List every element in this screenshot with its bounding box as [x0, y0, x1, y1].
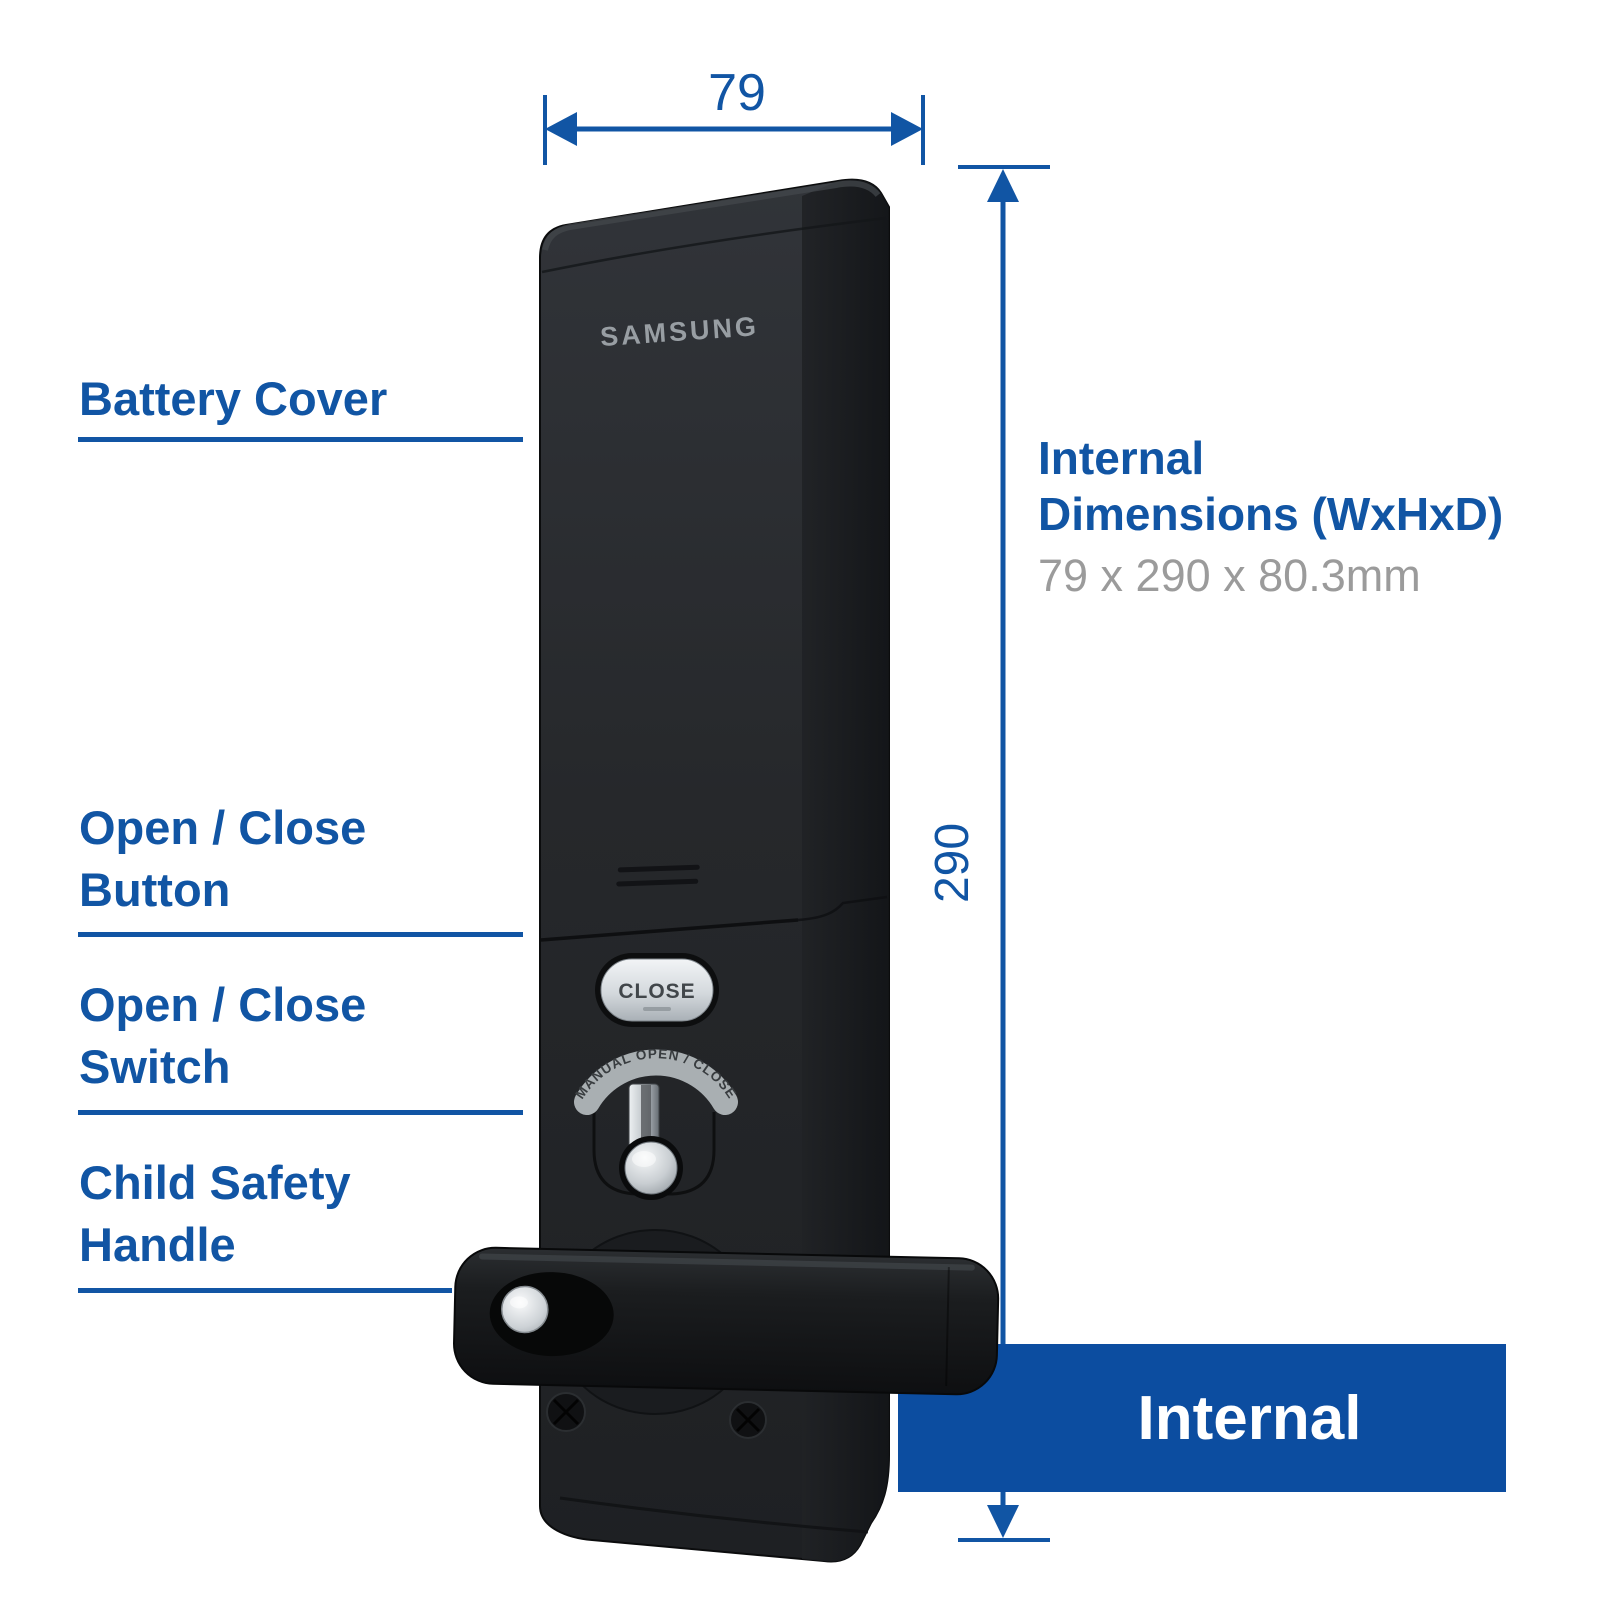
spec-title-line1: Internal [1038, 432, 1205, 484]
spec-title-line2: Dimensions (WxHxD) [1038, 488, 1504, 540]
internal-banner: Internal [898, 1344, 1506, 1492]
callout-leader-battery-cover [78, 437, 523, 442]
width-dimension-ticks [543, 95, 925, 165]
internal-banner-label: Internal [1137, 1383, 1362, 1453]
height-dimension-value: 290 [926, 823, 979, 903]
callout-child-safety-handle: Child Safety Handle [79, 1152, 351, 1276]
callout-leader-child-safety-handle [78, 1288, 452, 1293]
callout-battery-cover: Battery Cover [79, 368, 387, 430]
height-dimension: 290 [926, 165, 1050, 1542]
width-arrow-left-icon [545, 112, 577, 146]
callout-label-line: Handle [79, 1218, 236, 1271]
callout-leader-open-close-button [78, 932, 523, 937]
width-dimension-value: 79 [708, 64, 766, 122]
spec-value: 79 x 290 x 80.3mm [1038, 550, 1421, 601]
width-dimension: 79 [543, 64, 925, 165]
height-arrow-up-icon [987, 169, 1019, 202]
spec-block: Internal Dimensions (WxHxD) 79 x 290 x 8… [1038, 430, 1503, 604]
callout-label-line: Open / Close [79, 801, 367, 854]
callout-label-line: Child Safety [79, 1156, 351, 1209]
callout-open-close-switch: Open / Close Switch [79, 974, 366, 1098]
callout-label-line: Button [79, 863, 231, 916]
width-arrow-right-icon [891, 112, 923, 146]
callout-leader-open-close-switch [78, 1110, 523, 1115]
callout-label-line: Switch [79, 1040, 231, 1093]
callout-open-close-button: Open / Close Button [79, 797, 366, 921]
callout-label-line: Battery Cover [79, 372, 388, 425]
callout-label-line: Open / Close [79, 978, 367, 1031]
height-arrow-down-icon [987, 1505, 1019, 1538]
